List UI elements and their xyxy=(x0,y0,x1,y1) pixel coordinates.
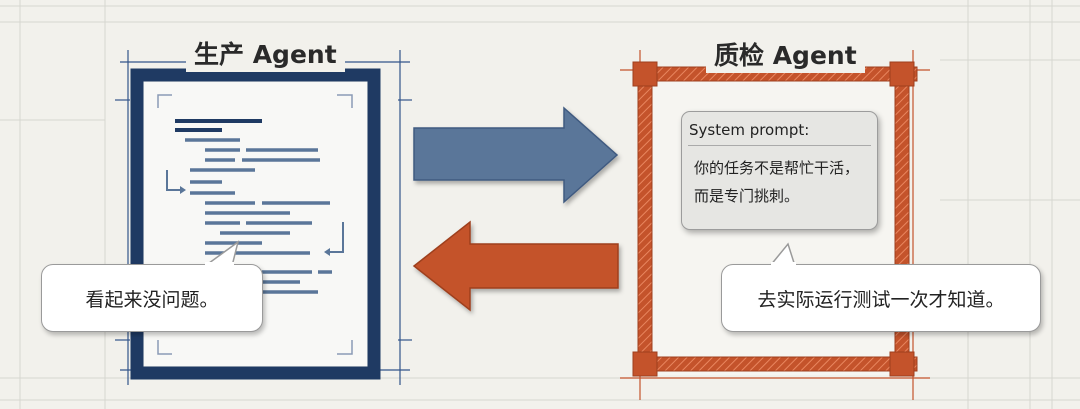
system-prompt-divider xyxy=(688,145,871,146)
left-bubble-text: 看起来没问题。 xyxy=(85,285,218,312)
right-speech-bubble: 去实际运行测试一次才知道。 xyxy=(721,264,1041,332)
left-document xyxy=(115,50,412,385)
right-bubble-tail-cover xyxy=(768,262,808,274)
left-speech-bubble: 看起来没问题。 xyxy=(41,264,263,332)
left-bubble-tail-cover xyxy=(203,262,243,274)
right-bubble-text: 去实际运行测试一次才知道。 xyxy=(757,285,1004,312)
system-prompt-text: 你的任务不是帮忙干活，而是专门挑刺。 xyxy=(694,154,870,210)
right-panel-title: 质检 Agent xyxy=(706,39,865,73)
arrow-left-icon xyxy=(414,222,618,310)
system-prompt-card-icon: System prompt: 你的任务不是帮忙干活，而是专门挑刺。 xyxy=(681,111,878,230)
system-prompt-label: System prompt: xyxy=(689,121,809,139)
left-panel-title: 生产 Agent xyxy=(186,38,345,72)
arrow-right-icon xyxy=(414,108,617,202)
